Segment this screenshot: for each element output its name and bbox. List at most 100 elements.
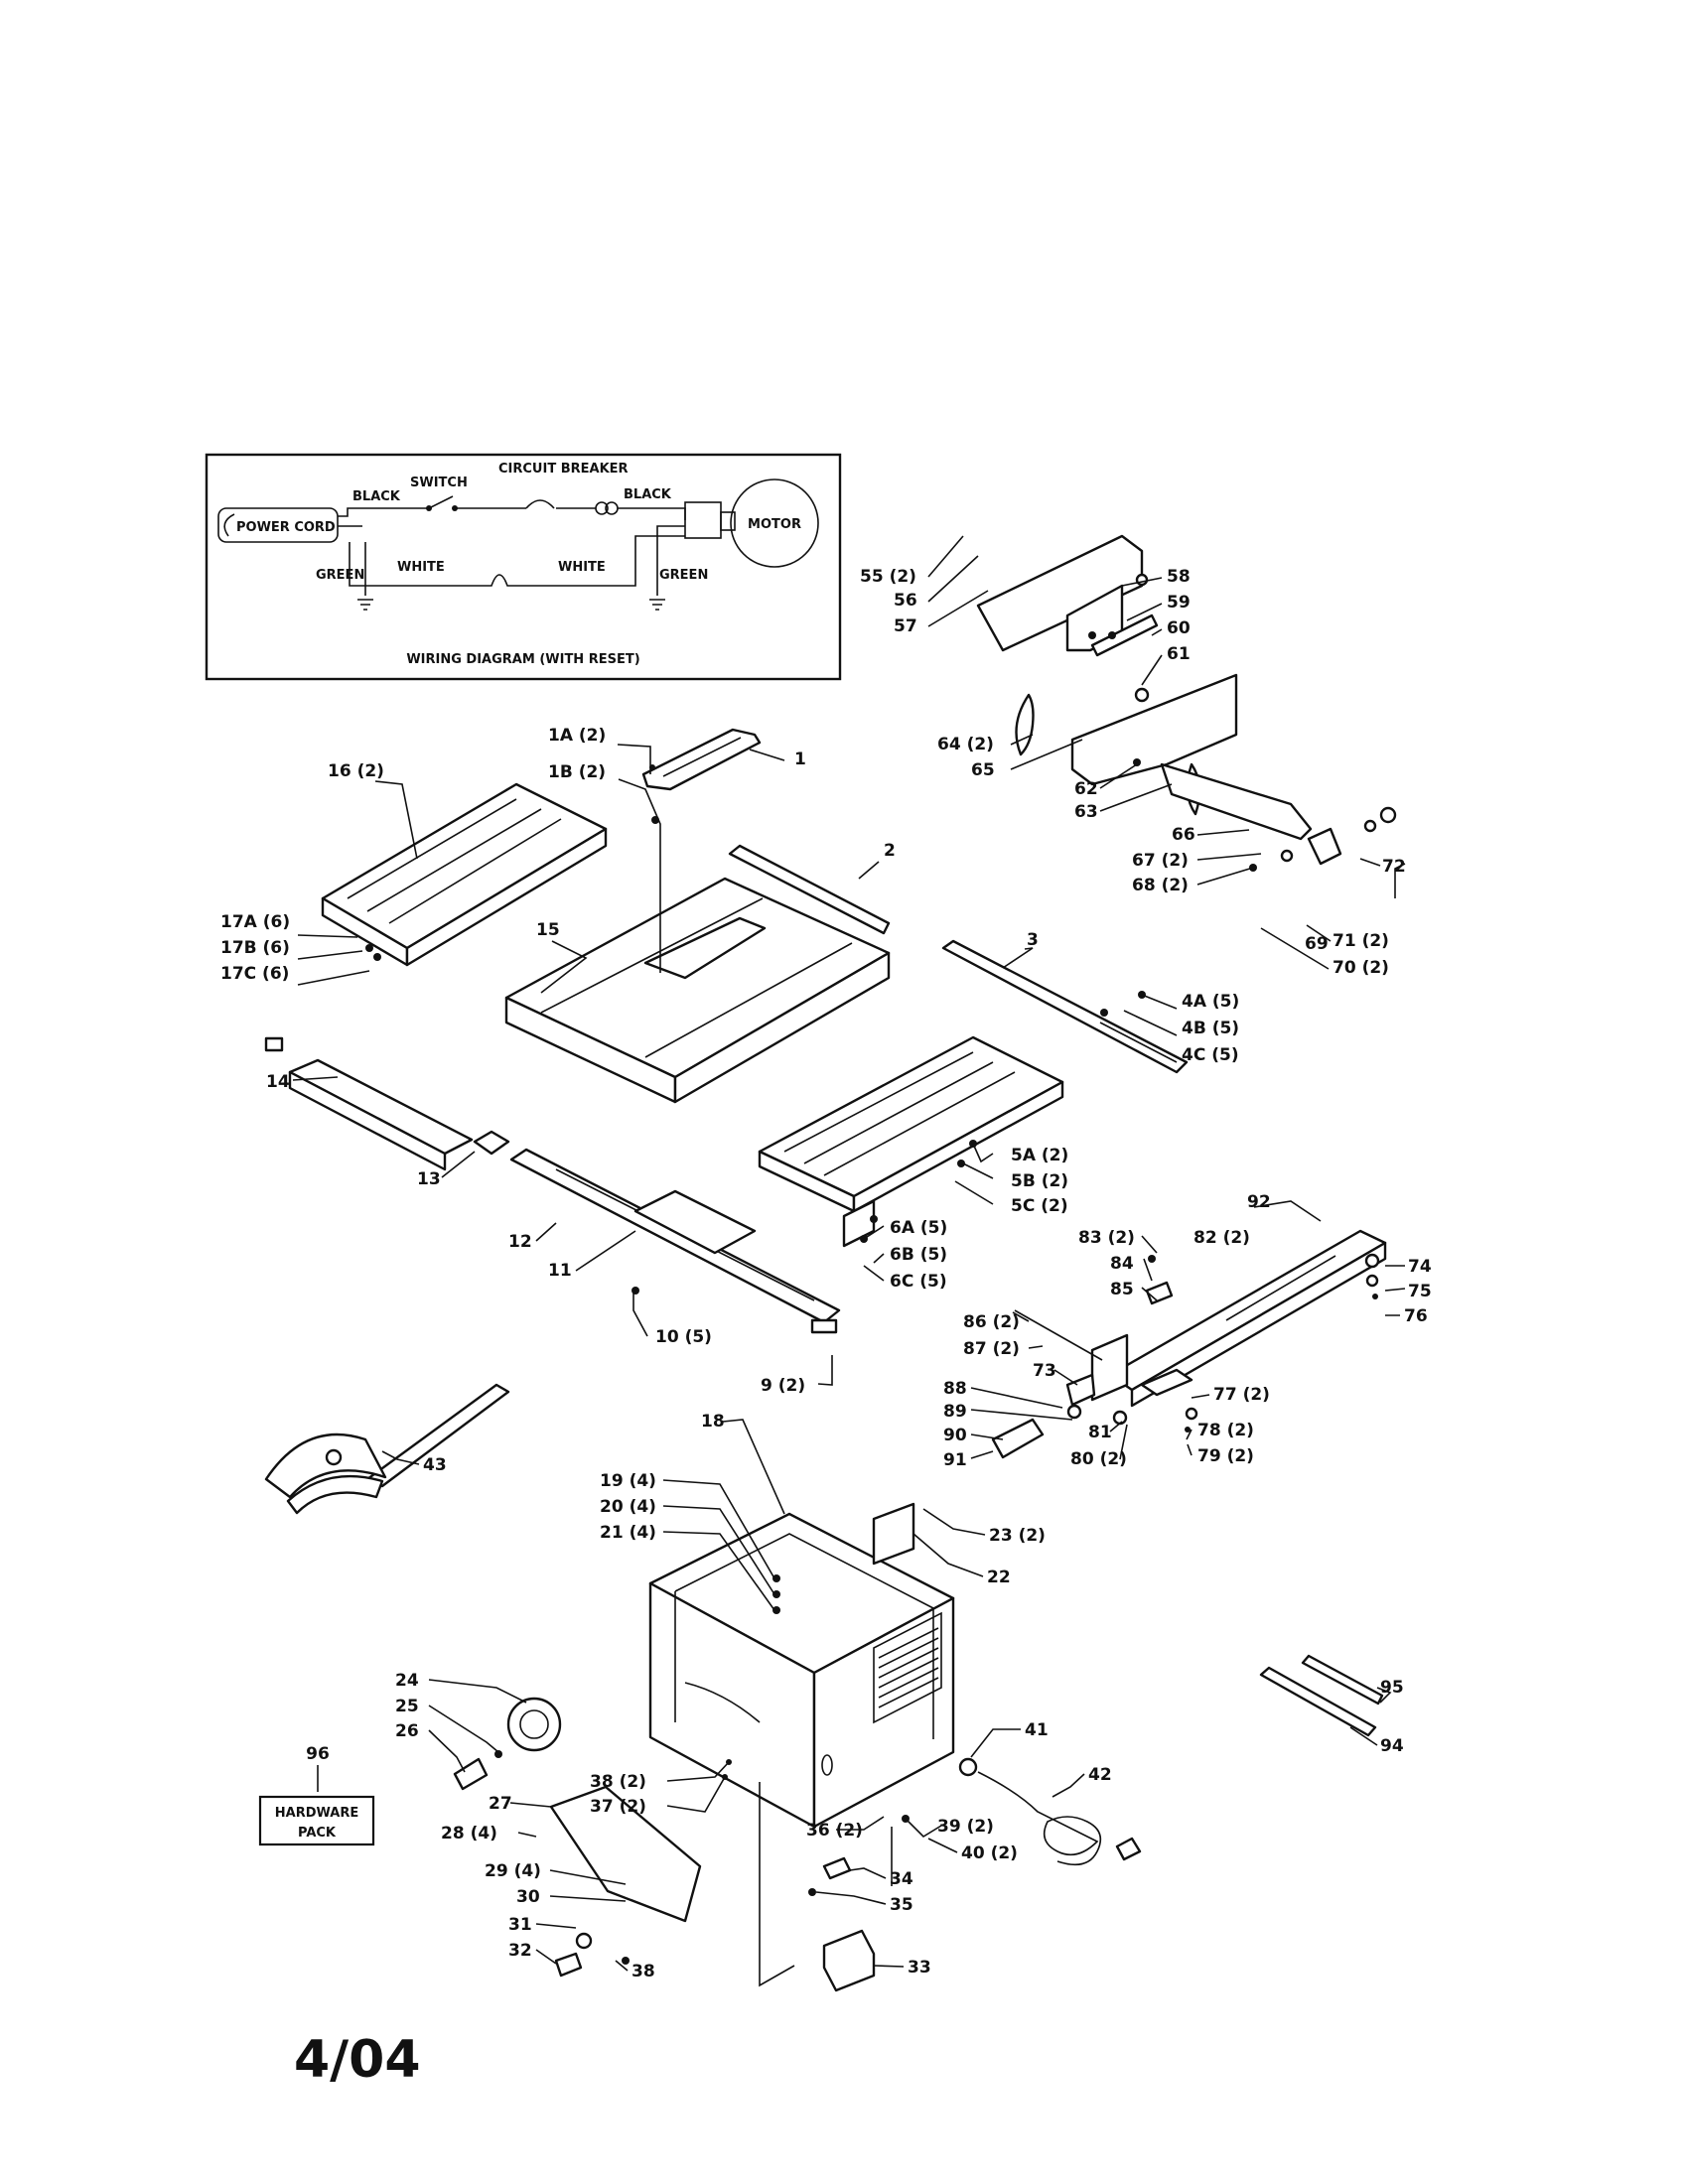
wiring-black-label-1: BLACK [352,489,401,504]
saw-base [453,1502,1142,1992]
callout-85: 85 [1110,1280,1134,1299]
callout-80: 80 (2) [1070,1449,1127,1469]
callout-5b: 5B (2) [1011,1171,1068,1191]
callout-69: 69 [1305,934,1329,954]
callout-64: 64 (2) [937,735,994,754]
callout-26: 26 [395,1721,419,1741]
spreader-bracket [1090,614,1159,657]
callout-95: 95 [1380,1678,1404,1698]
callout-5c: 5C (2) [1011,1196,1068,1216]
callout-41: 41 [1025,1720,1049,1740]
switch-key [822,1856,852,1880]
callout-18: 18 [701,1412,725,1432]
splitter [1160,762,1313,841]
handwheel-knob [453,1757,489,1791]
strain-relief [958,1757,978,1777]
throat-plate [641,728,762,791]
cabinet-side [812,1596,955,1829]
callout-35: 35 [890,1895,913,1915]
callout-11: 11 [548,1261,572,1281]
callout-55: 55 (2) [860,567,916,587]
callout-21: 21 (4) [600,1523,656,1543]
callout-14: 14 [266,1072,290,1092]
callout-74: 74 [1408,1257,1432,1277]
callout-1: 1 [794,750,806,769]
blade-guard [1070,673,1238,786]
wrench-long [1259,1666,1377,1737]
callout-38-bottom: 38 [632,1962,655,1981]
callout-1b: 1B (2) [548,762,606,782]
callout-9: 9 (2) [761,1376,805,1396]
miter-gauge [264,1383,510,1515]
callout-16: 16 (2) [328,761,384,781]
callout-60: 60 [1167,618,1191,638]
wiring-power-cord-label: POWER CORD [236,520,336,535]
callout-28: 28 (4) [441,1824,497,1843]
callout-6b: 6B (5) [890,1245,947,1265]
callout-77: 77 (2) [1213,1385,1270,1405]
hardware-pack-line1: HARDWARE [275,1806,358,1821]
wiring-green-label-2: GREEN [659,568,708,583]
callout-62: 62 [1074,779,1098,799]
hardware-pack-part-number: 96 [306,1744,330,1764]
callout-38-top: 38 (2) [590,1772,646,1792]
callout-17c: 17C (6) [220,964,289,984]
fence-head [1090,1333,1129,1402]
callout-27: 27 [489,1794,512,1814]
callout-34: 34 [890,1869,913,1889]
callout-78: 78 (2) [1197,1421,1254,1440]
callout-40: 40 (2) [961,1843,1018,1863]
callout-66: 66 [1172,825,1195,845]
callout-20: 20 (4) [600,1497,656,1517]
handwheel [506,1697,562,1752]
callout-33: 33 [908,1958,931,1978]
callout-4a: 4A (5) [1182,992,1239,1012]
fence-bar [288,1058,474,1156]
callout-86: 86 (2) [963,1312,1020,1332]
blade-guard-assembly [976,534,1397,872]
callout-56: 56 [894,591,917,611]
callout-92: 92 [1247,1192,1271,1212]
callout-6c: 6C (5) [890,1272,947,1292]
rip-fence-assembly [991,1229,1387,1459]
callout-63: 63 [1074,802,1098,822]
callout-30: 30 [516,1887,540,1907]
callout-79: 79 (2) [1197,1446,1254,1466]
ground-symbol-left [357,599,373,611]
callout-6a: 6A (5) [890,1218,947,1238]
wiring-diagram-caption: WIRING DIAGRAM (WITH RESET) [406,652,639,667]
callout-70: 70 (2) [1333,958,1389,978]
callout-94: 94 [1380,1736,1404,1756]
callout-4b: 4B (5) [1182,1019,1239,1038]
callout-59: 59 [1167,593,1191,613]
callout-32: 32 [508,1941,532,1961]
switch-symbol [428,495,454,509]
hardware-pack-line2: PACK [298,1826,337,1841]
rip-fence [1108,1229,1387,1392]
switch-box [822,1929,876,1992]
callout-1a: 1A (2) [548,726,606,746]
wiring-white-label-1: WHITE [397,560,445,575]
callout-25: 25 [395,1697,419,1716]
callout-91: 91 [943,1450,967,1470]
guard-clamp [1307,827,1342,866]
rear-rail [728,844,891,935]
callout-29: 29 (4) [485,1861,541,1881]
wiring-green-label-1: GREEN [316,568,364,583]
callout-43: 43 [423,1455,447,1475]
wrench-short [1301,1654,1384,1706]
callout-19: 19 (4) [600,1471,656,1491]
callout-42: 42 [1088,1765,1112,1785]
callout-58: 58 [1167,567,1191,587]
ground-symbol-right [649,599,665,611]
leader-lines [292,535,1406,1972]
circuit-breaker-symbol [525,499,555,509]
callout-89: 89 [943,1402,967,1422]
wiring-black-label-2: BLACK [624,487,672,502]
callout-3: 3 [1027,930,1039,950]
fence-handle [991,1418,1045,1459]
callout-2: 2 [884,841,896,861]
callout-39: 39 (2) [937,1817,994,1837]
callout-88: 88 [943,1379,967,1399]
